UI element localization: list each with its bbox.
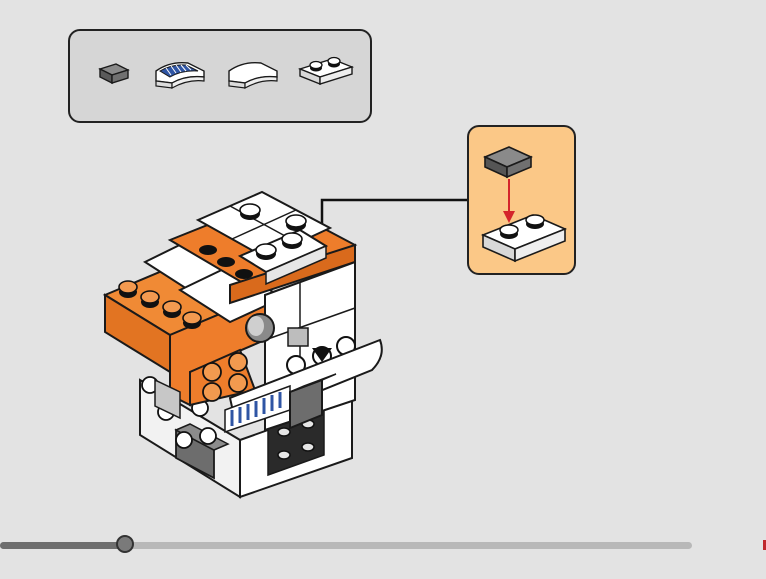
white-plate-1x2-icon xyxy=(483,215,565,261)
clip-piece xyxy=(288,328,308,346)
dark-gray-tile-icon xyxy=(485,147,531,177)
progress-fill xyxy=(0,542,125,549)
subassembly-callout-panel xyxy=(467,125,576,275)
progress-slider-handle[interactable] xyxy=(116,535,134,553)
subassembly-illustration xyxy=(469,127,574,273)
arrow-down-icon xyxy=(503,179,515,223)
progress-track[interactable] xyxy=(0,542,692,549)
